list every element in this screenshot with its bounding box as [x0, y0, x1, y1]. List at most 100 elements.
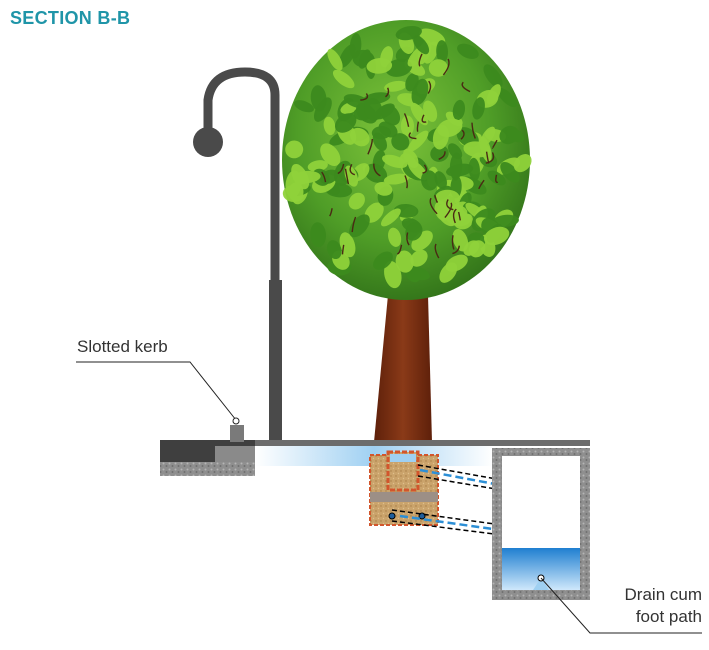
leaf	[288, 182, 304, 202]
leaf	[391, 133, 410, 151]
leaf	[472, 97, 485, 120]
tree-pit-filter	[369, 450, 439, 526]
leaf	[421, 170, 438, 191]
branch	[329, 208, 333, 217]
leaf	[384, 80, 407, 92]
branch	[478, 179, 485, 190]
branch	[321, 171, 327, 183]
leaf	[435, 189, 460, 206]
branch	[351, 216, 357, 233]
leaf	[506, 128, 525, 143]
leaf	[434, 171, 447, 190]
leaf	[448, 143, 463, 160]
overflow-pipes	[391, 464, 503, 536]
leaf	[408, 130, 429, 152]
leaf	[384, 261, 402, 289]
branch	[457, 211, 461, 221]
leaf	[497, 87, 517, 108]
branch	[418, 53, 423, 67]
leaf	[326, 240, 342, 260]
tree-trunk	[374, 295, 432, 442]
leaf	[430, 145, 449, 162]
leaf	[483, 64, 503, 88]
leaf	[437, 118, 463, 138]
leaf	[294, 100, 314, 113]
leaf	[382, 154, 408, 169]
street-lamp-icon	[193, 67, 282, 445]
slotted-kerb-label: Slotted kerb	[77, 337, 168, 356]
branch	[434, 243, 440, 259]
branch	[460, 129, 465, 140]
branch	[461, 81, 471, 93]
leaf	[413, 35, 430, 55]
branch	[422, 164, 428, 174]
drain-label-line2: foot path	[635, 607, 702, 626]
branch	[421, 114, 427, 123]
leaf	[339, 232, 356, 258]
leaf	[374, 182, 393, 196]
leaf	[410, 102, 429, 126]
leaf	[335, 113, 357, 133]
branch	[446, 199, 454, 211]
leaf	[486, 84, 501, 105]
leaf	[428, 59, 448, 77]
leaf	[380, 104, 401, 126]
branch	[451, 235, 455, 250]
leaf	[410, 249, 428, 267]
leaf	[479, 136, 492, 163]
drain-box	[492, 448, 590, 600]
leaf	[364, 98, 383, 121]
leaf	[373, 251, 393, 270]
leaf	[483, 226, 510, 246]
branch	[337, 163, 345, 175]
branch	[344, 168, 350, 185]
drain-leader-line	[540, 577, 702, 634]
branch	[427, 80, 432, 94]
tree-leaves	[282, 25, 532, 289]
slotted-kerb	[160, 425, 255, 476]
leaf	[310, 222, 327, 248]
branch	[438, 151, 446, 160]
branch	[360, 93, 369, 101]
branch	[485, 152, 495, 164]
leaf	[388, 227, 402, 247]
branch	[406, 232, 410, 246]
branch	[495, 174, 499, 183]
leaf	[307, 160, 328, 172]
branch	[341, 244, 345, 255]
branch	[385, 87, 390, 98]
leaf	[436, 40, 449, 64]
branch	[349, 163, 356, 176]
leaf	[395, 250, 414, 273]
leaf	[500, 161, 520, 183]
branch	[408, 132, 417, 140]
branch	[367, 138, 373, 155]
branch	[491, 139, 498, 149]
leaf	[327, 48, 343, 71]
leaf	[457, 43, 479, 59]
drain-label-line1: Drain cum	[624, 585, 702, 604]
branch	[397, 244, 403, 255]
branch	[429, 197, 438, 215]
leaf	[310, 85, 327, 112]
leaf	[350, 127, 370, 147]
branch	[403, 113, 410, 127]
branch	[404, 175, 408, 189]
leaf	[468, 157, 480, 181]
leaf	[452, 228, 469, 252]
branch	[471, 122, 476, 139]
leaf	[446, 163, 474, 177]
leaf	[380, 208, 401, 227]
leaf	[323, 116, 336, 136]
leaf	[372, 132, 388, 151]
leaf	[393, 203, 419, 218]
drain-label: Drain cum foot path	[612, 584, 702, 628]
leaf	[366, 58, 393, 74]
branch	[434, 194, 438, 203]
tree-icon	[282, 20, 532, 300]
leaf	[487, 170, 506, 186]
leaf	[320, 143, 341, 167]
leaf	[348, 192, 365, 210]
